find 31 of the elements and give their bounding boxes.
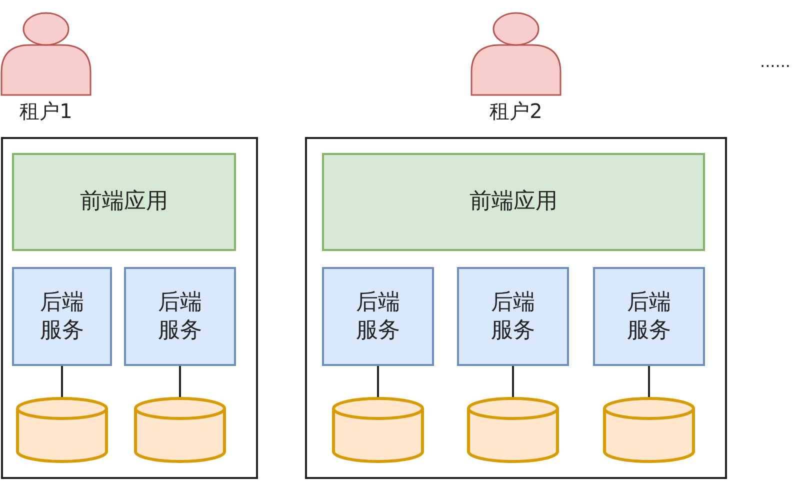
backend-box bbox=[322, 267, 434, 366]
database-cylinder bbox=[16, 397, 108, 463]
backend-box bbox=[593, 267, 705, 366]
database-cylinder bbox=[134, 397, 226, 463]
connector-line bbox=[377, 366, 379, 398]
backend-box bbox=[12, 267, 112, 366]
backend-label: 后端服务 bbox=[490, 288, 536, 344]
tenant-label: 租户1 bbox=[20, 99, 72, 123]
connector-line bbox=[648, 366, 650, 398]
frontend-label: 前端应用 bbox=[80, 188, 168, 216]
tenant-label: 租户2 bbox=[490, 99, 542, 123]
database-cylinder bbox=[603, 397, 695, 463]
backend-label: 后端服务 bbox=[39, 288, 85, 344]
person-icon bbox=[0, 12, 92, 96]
database-cylinder bbox=[332, 397, 424, 463]
backend-label: 后端服务 bbox=[355, 288, 401, 344]
backend-label: 后端服务 bbox=[626, 288, 672, 344]
person-icon bbox=[470, 12, 562, 96]
frontend-box bbox=[12, 153, 236, 251]
backend-box bbox=[124, 267, 236, 366]
container-frame bbox=[305, 137, 727, 479]
frontend-box bbox=[322, 153, 705, 251]
connector-line bbox=[179, 366, 181, 398]
frontend-label: 前端应用 bbox=[470, 188, 558, 216]
container-frame bbox=[1, 137, 258, 479]
backend-label: 后端服务 bbox=[157, 288, 203, 344]
database-cylinder bbox=[467, 397, 559, 463]
ellipsis-label: ...... bbox=[760, 52, 791, 71]
connector-line bbox=[512, 366, 514, 398]
backend-box bbox=[457, 267, 569, 366]
connector-line bbox=[61, 366, 63, 398]
